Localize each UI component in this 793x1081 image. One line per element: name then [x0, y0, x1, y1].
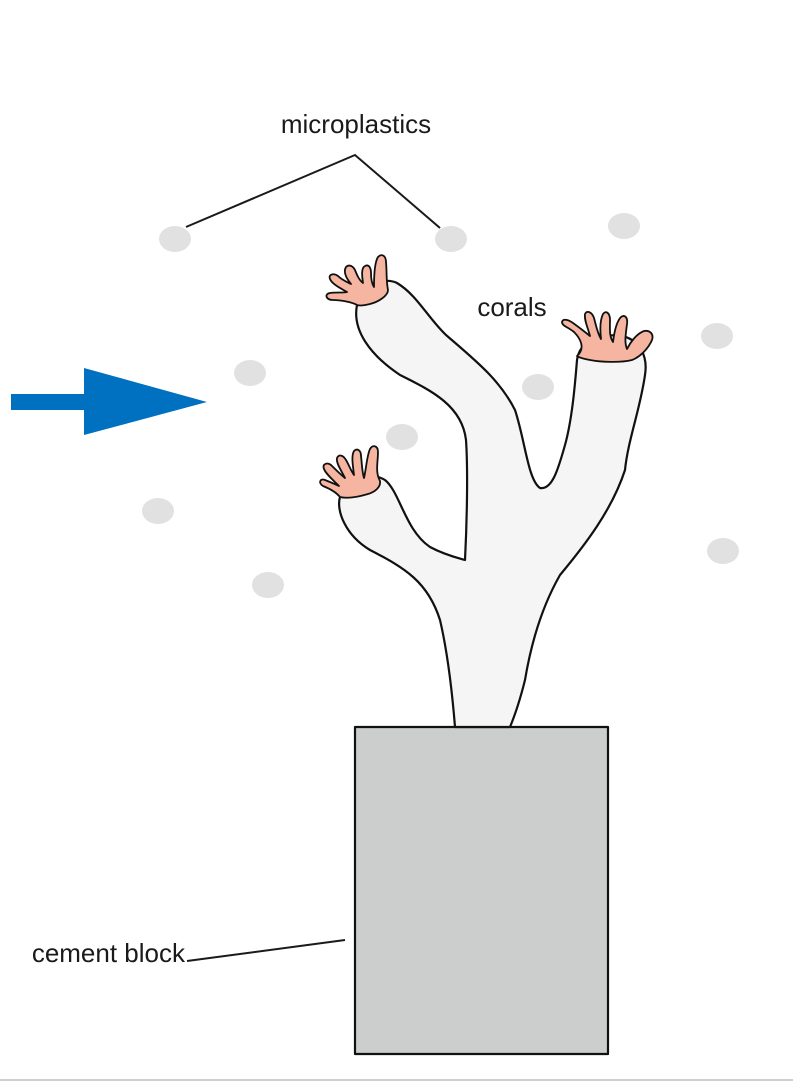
microplastics-leader: [185, 153, 441, 229]
microplastic-particle-icon: [608, 213, 640, 239]
polyp-lower-left: [319, 445, 381, 499]
microplastic-particles: [142, 213, 739, 598]
microplastic-particle-icon: [252, 572, 284, 598]
microplastic-particle-icon: [435, 226, 467, 252]
arrow-right-icon: [11, 368, 207, 435]
polyp-top-left: [325, 254, 389, 307]
microplastics-callout: microplastics: [185, 109, 441, 229]
microplastic-particle-icon: [701, 323, 733, 349]
microplastic-particle-icon: [522, 374, 554, 400]
cement-block-leader: [186, 939, 346, 962]
flow-arrow-head: [84, 368, 207, 435]
microplastic-particle-icon: [234, 360, 266, 386]
cement-block-callout: cement block: [32, 938, 346, 968]
microplastic-particle-icon: [386, 424, 418, 450]
microplastic-particle-icon: [707, 538, 739, 564]
microplastic-particle-icon: [142, 498, 174, 524]
microplastic-particle-icon: [159, 226, 191, 252]
cement-block-label: cement block: [32, 938, 186, 968]
flow-arrow-shaft: [11, 394, 89, 410]
corals-label: corals: [477, 292, 546, 322]
microplastics-label: microplastics: [281, 109, 431, 139]
cement-block: [353, 725, 610, 1056]
polyp-right: [561, 311, 654, 363]
coral-polyp-icon: [319, 254, 654, 499]
